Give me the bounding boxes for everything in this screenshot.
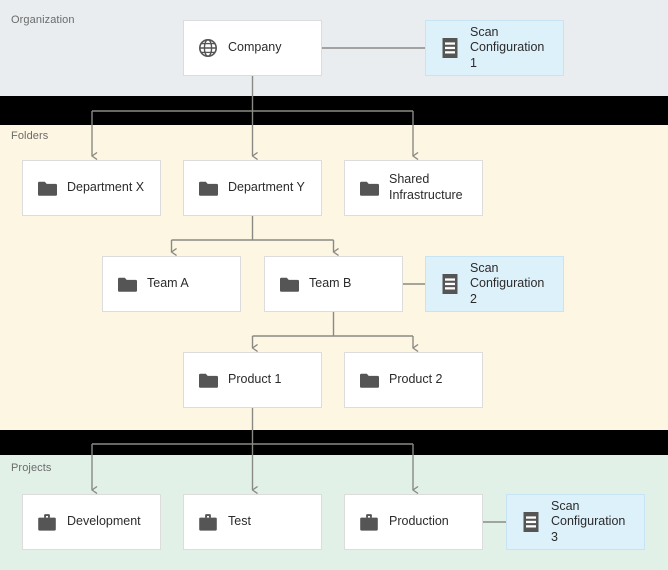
node-label: Development	[67, 514, 141, 529]
node-label: Scan Configuration 1	[470, 24, 545, 70]
node-test[interactable]: Test	[183, 494, 322, 550]
scan-config-icon	[442, 274, 458, 294]
node-company[interactable]: Company	[183, 20, 322, 76]
folder-icon	[38, 181, 57, 196]
briefcase-icon	[360, 513, 378, 531]
folder-icon	[360, 373, 379, 388]
briefcase-icon	[38, 513, 56, 531]
node-production[interactable]: Production	[344, 494, 483, 550]
folder-icon	[118, 277, 137, 292]
node-label: Shared Infrastructure	[389, 172, 463, 202]
node-label: Scan Configuration 3	[551, 498, 626, 544]
node-department-y[interactable]: Department Y	[183, 160, 322, 216]
node-scan-configuration-2[interactable]: Scan Configuration 2	[425, 256, 564, 312]
node-label: Product 2	[389, 372, 443, 387]
node-label: Company	[228, 40, 282, 55]
node-label: Team B	[309, 276, 352, 291]
node-label: Test	[228, 514, 251, 529]
node-label: Product 1	[228, 372, 282, 387]
folder-icon	[199, 181, 218, 196]
node-team-b[interactable]: Team B	[264, 256, 403, 312]
node-label: Department Y	[228, 180, 305, 195]
node-team-a[interactable]: Team A	[102, 256, 241, 312]
node-product-1[interactable]: Product 1	[183, 352, 322, 408]
folder-icon	[199, 373, 218, 388]
briefcase-icon	[199, 513, 217, 531]
node-label: Team A	[147, 276, 189, 291]
node-label: Scan Configuration 2	[470, 260, 545, 306]
folder-icon	[360, 181, 379, 196]
node-product-2[interactable]: Product 2	[344, 352, 483, 408]
scan-config-icon	[523, 512, 539, 532]
node-shared-infrastructure[interactable]: Shared Infrastructure	[344, 160, 483, 216]
node-label: Production	[389, 514, 449, 529]
band-label-organization: Organization	[11, 14, 75, 26]
node-scan-configuration-3[interactable]: Scan Configuration 3	[506, 494, 645, 550]
node-development[interactable]: Development	[22, 494, 161, 550]
folder-icon	[280, 277, 299, 292]
node-label: Department X	[67, 180, 145, 195]
band-divider-bottom	[0, 430, 668, 455]
node-department-x[interactable]: Department X	[22, 160, 161, 216]
band-label-projects: Projects	[11, 462, 52, 474]
scan-config-icon	[442, 38, 458, 58]
band-label-folders: Folders	[11, 130, 49, 142]
node-scan-configuration-1[interactable]: Scan Configuration 1	[425, 20, 564, 76]
globe-icon	[199, 39, 217, 57]
